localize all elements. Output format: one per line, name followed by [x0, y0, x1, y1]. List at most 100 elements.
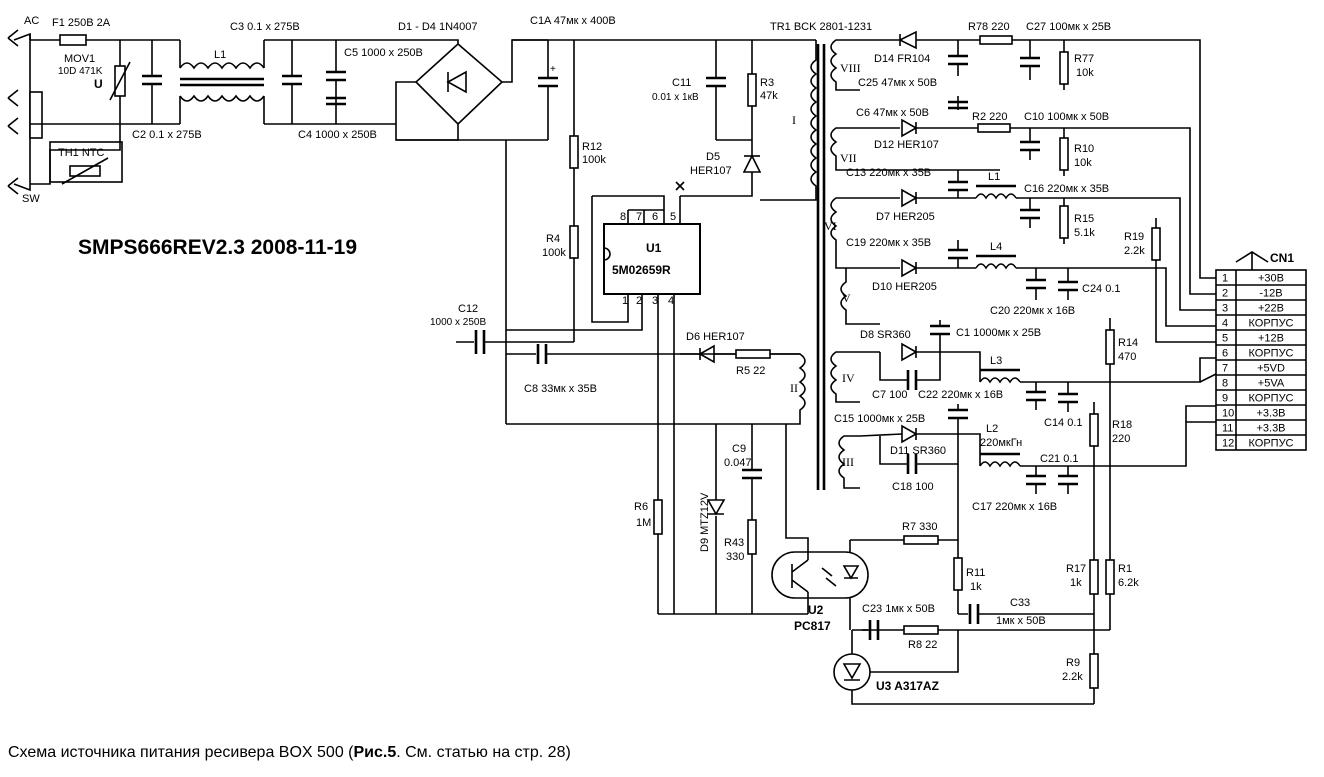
- capacitor-c11: C11 0.01 x 1кВ: [652, 40, 726, 140]
- svg-text:R17: R17: [1066, 563, 1086, 575]
- svg-text:CN1: CN1: [1270, 251, 1294, 265]
- diode-d10: D10 HER205: [872, 258, 937, 293]
- capacitor-c24: C24 0.1: [1058, 268, 1121, 300]
- svg-text:10D 471K: 10D 471K: [58, 66, 103, 77]
- resistor-r3: R3 47k: [747, 40, 778, 140]
- svg-text:F1 250В 2A: F1 250В 2A: [52, 17, 111, 29]
- svg-text:U: U: [94, 77, 103, 91]
- svg-text:3: 3: [652, 295, 658, 307]
- svg-text:5M02659R: 5M02659R: [612, 263, 671, 277]
- optocoupler-u2: U2 PC817: [771, 424, 869, 633]
- ac-label: AC: [24, 15, 39, 27]
- svg-text:D8 SR360: D8 SR360: [860, 329, 911, 341]
- svg-text:C7 100: C7 100: [872, 389, 907, 401]
- svg-text:R19: R19: [1124, 231, 1144, 243]
- resistor-r18: R18 220: [1089, 402, 1132, 466]
- capacitor-c3: C3 0.1 x 275В: [230, 21, 302, 124]
- svg-text:C20 220мк x 16В: C20 220мк x 16В: [990, 305, 1075, 317]
- connector-pin-name: -12В: [1259, 288, 1282, 300]
- resistor-r6: R6 1M: [634, 354, 663, 614]
- capacitor-c4: C4 1000 x 250В: [298, 96, 377, 141]
- capacitor-c15: C15 1000мк x 25В: [834, 404, 968, 436]
- connector-pin-number: 10: [1222, 408, 1234, 420]
- svg-text:C14 0.1: C14 0.1: [1044, 417, 1083, 429]
- svg-text:C1 1000мк x 25В: C1 1000мк x 25В: [956, 327, 1041, 339]
- svg-text:L1: L1: [214, 49, 226, 61]
- capacitor-c9: C9 0.047: [724, 424, 762, 520]
- capacitor-c14: C14 0.1: [1044, 382, 1083, 429]
- svg-text:VII: VII: [840, 151, 857, 165]
- svg-text:C13 220мк x 35В: C13 220мк x 35В: [846, 167, 931, 179]
- inductor-l2: L2 220мкГн: [979, 423, 1022, 468]
- svg-text:10k: 10k: [1074, 157, 1092, 169]
- svg-text:7: 7: [636, 211, 642, 223]
- capacitor-c6: C6 47мк x 50В: [856, 96, 968, 119]
- svg-text:2.2k: 2.2k: [1124, 245, 1145, 257]
- diode-d11: D11 SR360: [890, 424, 946, 457]
- capacitor-c1a: + C1A 47мк x 400В: [530, 15, 616, 140]
- inductor-l1-out: L1: [975, 171, 1017, 200]
- diode-d5: D5 HER107: [680, 140, 762, 197]
- svg-text:5: 5: [670, 211, 676, 223]
- capacitor-c25: C25 47мк x 50В: [858, 40, 968, 89]
- svg-text:VIII: VIII: [840, 61, 861, 75]
- svg-text:R15: R15: [1074, 213, 1094, 225]
- diode-d12: D12 HER107: [874, 118, 939, 151]
- svg-text:220: 220: [1112, 433, 1130, 445]
- inductor-l3: L3: [979, 355, 1021, 384]
- connector-pin-name: +3.3В: [1256, 408, 1285, 420]
- connector-pin-name: КОРПУС: [1248, 318, 1293, 330]
- capacitor-c13: C13 220мк x 35В: [846, 167, 968, 198]
- svg-text:2: 2: [636, 295, 642, 307]
- svg-text:VI: VI: [824, 219, 837, 233]
- capacitor-c5: C5 1000 x 250В: [326, 40, 423, 124]
- sw-label: SW: [22, 193, 40, 205]
- svg-text:L2: L2: [986, 423, 998, 435]
- capacitor-c1: C1 1000мк x 25В: [930, 320, 1041, 352]
- svg-text:I: I: [792, 113, 796, 127]
- bridge-rectifier-d1-d4: D1 - D4 1N4007: [395, 21, 548, 141]
- svg-text:D12 HER107: D12 HER107: [874, 139, 939, 151]
- resistor-r43: R43 330: [724, 519, 757, 614]
- svg-text:470: 470: [1118, 351, 1136, 363]
- svg-text:C15 1000мк x 25В: C15 1000мк x 25В: [834, 413, 925, 425]
- resistor-r9: R9 2.2k: [1062, 630, 1099, 704]
- connector-pin-number: 12: [1222, 438, 1234, 450]
- svg-text:L1: L1: [988, 171, 1000, 183]
- svg-text:V: V: [842, 291, 851, 305]
- resistor-r10: R10 10k: [1059, 128, 1094, 176]
- resistor-r17: R17 1k: [1066, 466, 1099, 630]
- capacitor-c20: C20 220мк x 16В: [990, 268, 1075, 317]
- svg-text:III: III: [842, 455, 854, 469]
- svg-text:D7 HER205: D7 HER205: [876, 211, 935, 223]
- svg-text:0.047: 0.047: [724, 457, 752, 469]
- connector-pin-name: +3.3В: [1256, 423, 1285, 435]
- svg-text:100k: 100k: [582, 154, 606, 166]
- connector-pin-name: КОРПУС: [1248, 393, 1293, 405]
- svg-text:U1: U1: [646, 241, 662, 255]
- svg-text:R8 22: R8 22: [908, 639, 937, 651]
- resistor-r12: R12 100k: [569, 40, 606, 226]
- schematic-title: SMPS666REV2.3 2008-11-19: [78, 236, 357, 259]
- svg-text:D5: D5: [706, 151, 720, 163]
- thermistor-th1: TH1 NTC: [49, 141, 123, 185]
- connector-pin-name: КОРПУС: [1248, 348, 1293, 360]
- resistor-r14: R14 470: [1105, 318, 1138, 382]
- svg-text:C5 1000 x 250В: C5 1000 x 250В: [344, 47, 423, 59]
- svg-text:R77: R77: [1074, 53, 1094, 65]
- svg-text:5.1k: 5.1k: [1074, 227, 1095, 239]
- svg-text:1: 1: [622, 295, 628, 307]
- svg-text:1M: 1M: [636, 517, 651, 529]
- capacitor-c16: C16 220мк x 35В: [1020, 183, 1109, 228]
- svg-text:R2 220: R2 220: [972, 111, 1007, 123]
- connector-pin-number: 8: [1222, 378, 1228, 390]
- connector-pin-name: +5VD: [1257, 363, 1285, 375]
- resistor-r7: R7 330: [850, 521, 958, 545]
- svg-text:L3: L3: [990, 355, 1002, 367]
- zener-d9: D9 MTZ12V: [699, 424, 726, 614]
- diode-d8: D8 SR360: [860, 329, 918, 362]
- svg-text:C23 1мк x 50В: C23 1мк x 50В: [862, 603, 935, 615]
- svg-text:C27 100мк x 25В: C27 100мк x 25В: [1026, 21, 1111, 33]
- svg-text:C9: C9: [732, 443, 746, 455]
- svg-text:R10: R10: [1074, 143, 1094, 155]
